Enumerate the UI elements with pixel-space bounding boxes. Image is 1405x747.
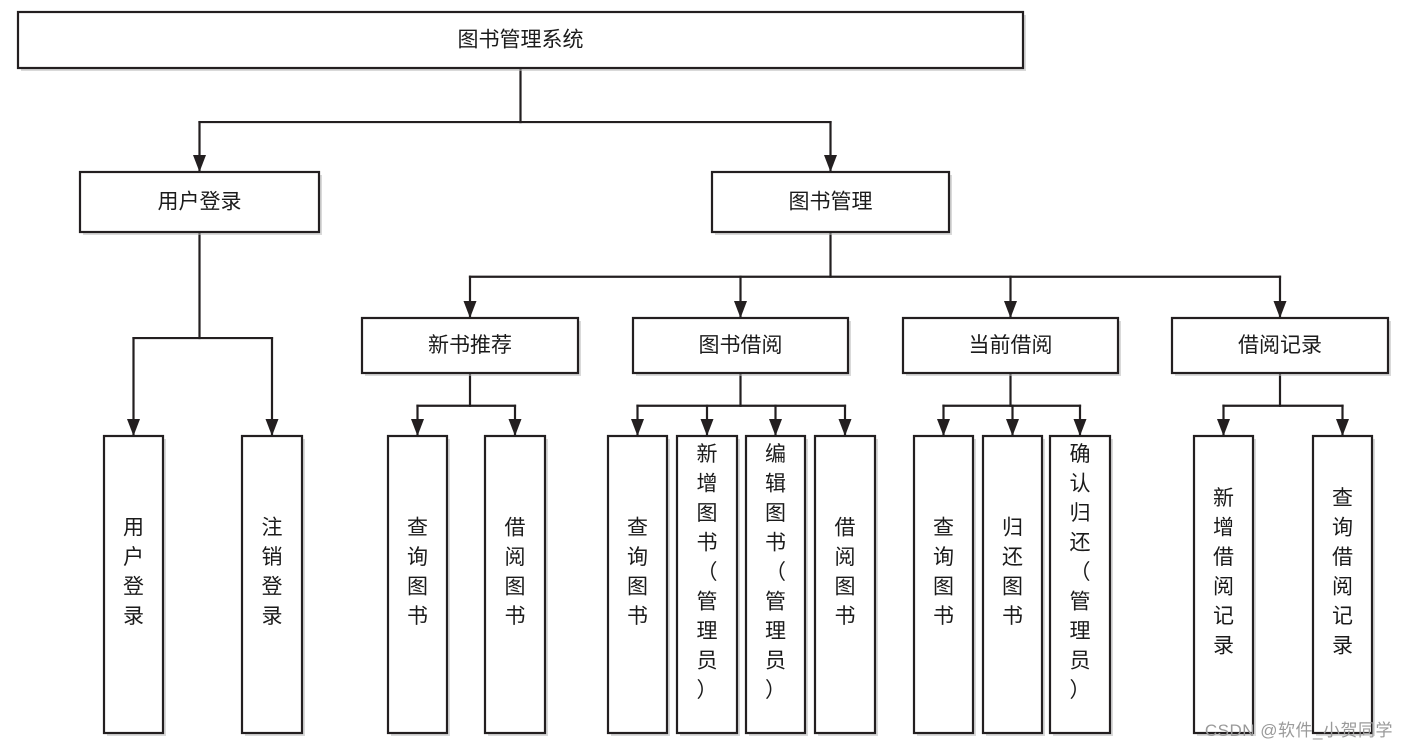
node-label: 查询借阅记录 [1332,487,1353,658]
arrow-head-icon [1004,301,1017,318]
watermark-label: CSDN @软件_小贺同学 [1204,721,1393,740]
node-box[interactable] [675,434,739,735]
node-leaf-cb-return[interactable]: 归还图书 [981,434,1045,736]
node-box[interactable] [901,316,1120,375]
node-box[interactable] [1048,434,1112,735]
node-box[interactable] [483,434,547,735]
node-box[interactable] [78,170,321,234]
node-label: 注销登录 [262,517,283,629]
node-label: 查询图书 [627,517,648,629]
node-leaf-bb-query[interactable]: 查询图书 [606,434,670,736]
node-current-borrow[interactable]: 当前借阅 [901,316,1121,376]
arrow-head-icon [1273,301,1287,318]
node-label: 图书管理系统 [458,29,584,52]
node-label: 用户登录 [123,517,144,629]
node-label: 当前借阅 [969,334,1053,357]
node-label: 归还图书 [1002,517,1023,629]
node-layer: 图书管理系统用户登录图书管理新书推荐图书借阅当前借阅借阅记录用户登录注销登录查询… [16,10,1391,736]
node-label: 新增图书（管理员） [697,443,718,702]
arrow-head-icon [700,419,714,436]
node-box[interactable] [16,10,1025,70]
node-leaf-bb-borrow[interactable]: 借阅图书 [813,434,878,736]
arrow-head-icon [193,155,206,172]
node-leaf-bb-add[interactable]: 新增图书（管理员） [675,434,740,736]
node-leaf-rec-borrow[interactable]: 借阅图书 [483,434,548,736]
arrow-head-icon [824,155,837,172]
node-box[interactable] [1192,434,1255,735]
node-new-book-rec[interactable]: 新书推荐 [360,316,581,376]
node-user-login[interactable]: 用户登录 [78,170,322,235]
node-box[interactable] [912,434,975,735]
node-label: 图书借阅 [699,334,783,357]
node-box[interactable] [240,434,304,735]
arrow-head-icon [734,301,747,318]
arrow-head-icon [1336,419,1349,436]
node-label: 用户登录 [158,191,242,214]
connector-layer [127,66,1349,438]
node-label: 查询图书 [407,517,428,629]
node-label: 借阅图书 [505,517,526,629]
node-label: 新增借阅记录 [1213,487,1234,658]
node-label: 借阅记录 [1238,334,1322,357]
arrow-head-icon [937,419,950,436]
node-leaf-logout[interactable]: 注销登录 [240,434,305,736]
node-box[interactable] [631,316,850,375]
node-book-borrow[interactable]: 图书借阅 [631,316,851,376]
arrow-head-icon [1073,419,1087,436]
node-label: 确认归还（管理员） [1070,443,1091,702]
node-leaf-rec-query[interactable]: 查询图书 [386,434,450,736]
arrow-head-icon [265,419,279,436]
node-borrow-record[interactable]: 借阅记录 [1170,316,1391,376]
arrow-head-icon [508,419,522,436]
node-label: 查询图书 [933,517,954,629]
arrow-head-icon [127,419,140,436]
node-box[interactable] [710,170,951,234]
arrow-head-icon [838,419,852,436]
node-box[interactable] [813,434,877,735]
node-box[interactable] [360,316,580,375]
node-box[interactable] [1170,316,1390,375]
node-label: 新书推荐 [428,334,512,357]
arrow-head-icon [411,419,424,436]
arrow-head-icon [631,419,644,436]
node-box[interactable] [102,434,165,735]
node-book-manage[interactable]: 图书管理 [710,170,952,235]
node-root[interactable]: 图书管理系统 [16,10,1026,71]
node-box[interactable] [1311,434,1374,735]
node-box[interactable] [606,434,669,735]
arrow-head-icon [769,419,782,436]
node-box[interactable] [744,434,807,735]
node-leaf-br-add[interactable]: 新增借阅记录 [1192,434,1256,736]
node-leaf-bb-edit[interactable]: 编辑图书（管理员） [744,434,808,736]
node-label: 编辑图书（管理员） [765,443,786,702]
arrow-head-icon [1217,419,1230,436]
node-label: 借阅图书 [835,517,856,629]
arrow-head-icon [463,301,477,318]
arrow-head-icon [1006,419,1019,436]
node-leaf-user-login[interactable]: 用户登录 [102,434,166,736]
node-box[interactable] [386,434,449,735]
node-leaf-cb-confirm[interactable]: 确认归还（管理员） [1048,434,1113,736]
node-box[interactable] [981,434,1044,735]
node-label: 图书管理 [789,191,873,214]
node-leaf-cb-query[interactable]: 查询图书 [912,434,976,736]
node-leaf-br-query[interactable]: 查询借阅记录 [1311,434,1375,736]
